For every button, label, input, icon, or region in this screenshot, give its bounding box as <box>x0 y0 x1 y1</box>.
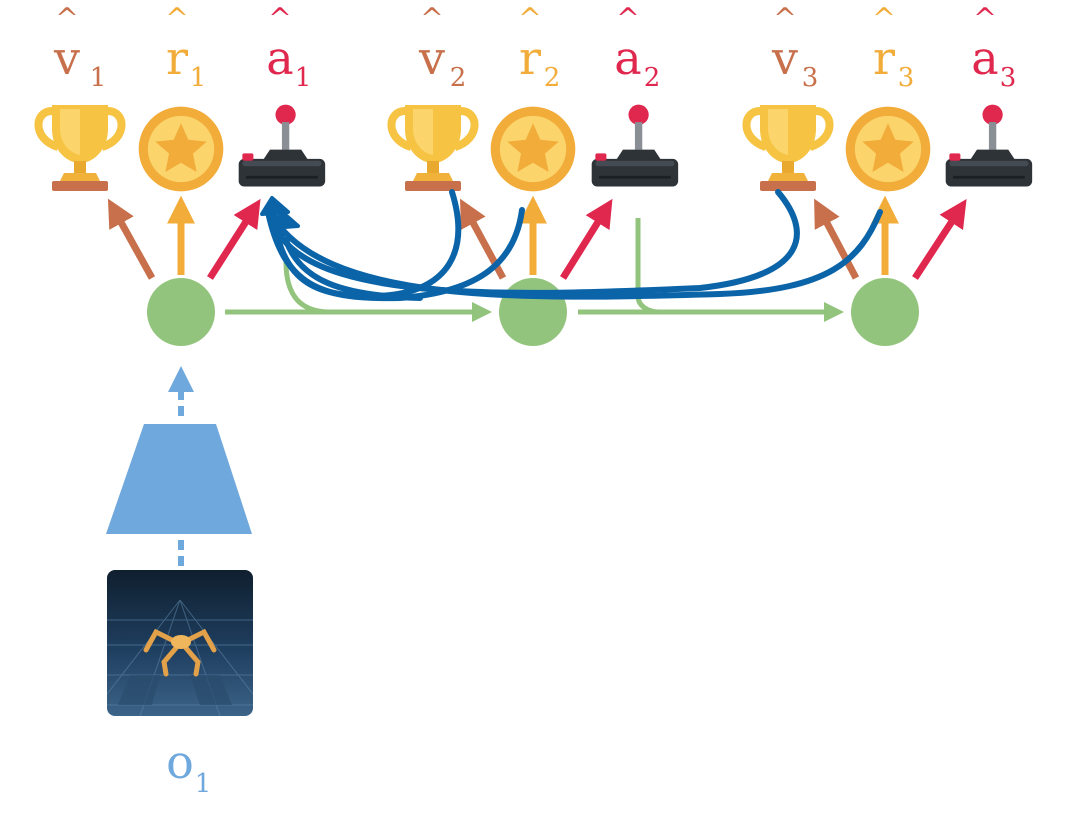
svg-text:^: ^ <box>872 2 895 35</box>
svg-text:r: r <box>519 31 541 85</box>
latent-node-3 <box>851 278 919 346</box>
label-a3: ^ a 3 <box>971 2 1016 93</box>
label-o1: o 1 <box>166 735 211 799</box>
svg-text:2: 2 <box>644 63 661 93</box>
label-v3: ^ v 3 <box>771 2 818 93</box>
svg-text:3: 3 <box>1000 63 1017 93</box>
encoder-trapezoid <box>106 424 252 534</box>
head-arrows-1 <box>107 195 261 280</box>
joystick-icon <box>237 103 327 188</box>
svg-text:v: v <box>53 31 80 85</box>
svg-text:^: ^ <box>268 2 291 35</box>
joystick-icon <box>590 103 680 188</box>
svg-text:1: 1 <box>295 63 312 93</box>
svg-text:2: 2 <box>450 63 467 93</box>
svg-text:^: ^ <box>616 2 639 35</box>
svg-text:3: 3 <box>898 63 915 93</box>
label-r1: ^ r 1 <box>165 2 206 93</box>
label-v1: ^ v 1 <box>53 2 106 93</box>
svg-text:o: o <box>166 735 194 789</box>
head-arrows-2 <box>459 195 613 280</box>
label-r3: ^ r 3 <box>872 2 914 93</box>
svg-text:1: 1 <box>90 63 107 93</box>
svg-text:v: v <box>771 31 798 85</box>
label-r2: ^ r 2 <box>518 2 560 93</box>
trophy-icon <box>38 105 121 191</box>
svg-text:a: a <box>614 31 641 85</box>
trophy-icon <box>391 105 474 191</box>
label-v2: ^ v 2 <box>418 2 466 93</box>
gradient-flow-arrows <box>260 189 883 302</box>
label-a1: ^ a 1 <box>266 2 311 93</box>
svg-text:a: a <box>971 31 998 85</box>
svg-text:^: ^ <box>973 2 996 35</box>
svg-text:3: 3 <box>802 63 819 93</box>
svg-text:^: ^ <box>518 2 541 35</box>
latent-node-1 <box>147 278 215 346</box>
svg-text:r: r <box>166 31 188 85</box>
encoder <box>106 366 252 566</box>
star-medal-icon <box>845 106 931 192</box>
trophy-icon <box>746 105 829 191</box>
svg-text:^: ^ <box>420 2 443 35</box>
label-a2: ^ a 2 <box>614 2 660 93</box>
svg-text:1: 1 <box>195 769 212 799</box>
svg-text:a: a <box>266 31 293 85</box>
star-medal-icon <box>138 106 224 192</box>
joystick-icon <box>944 103 1034 188</box>
svg-text:^: ^ <box>55 2 78 35</box>
svg-text:v: v <box>418 31 445 85</box>
svg-text:^: ^ <box>165 2 188 35</box>
svg-text:1: 1 <box>190 63 207 93</box>
robot-ant-image <box>107 570 253 716</box>
svg-text:2: 2 <box>544 63 561 93</box>
latent-node-2 <box>499 278 567 346</box>
head-arrows-3 <box>814 195 967 280</box>
svg-text:r: r <box>873 31 895 85</box>
svg-text:^: ^ <box>773 2 796 35</box>
star-medal-icon <box>490 106 576 192</box>
